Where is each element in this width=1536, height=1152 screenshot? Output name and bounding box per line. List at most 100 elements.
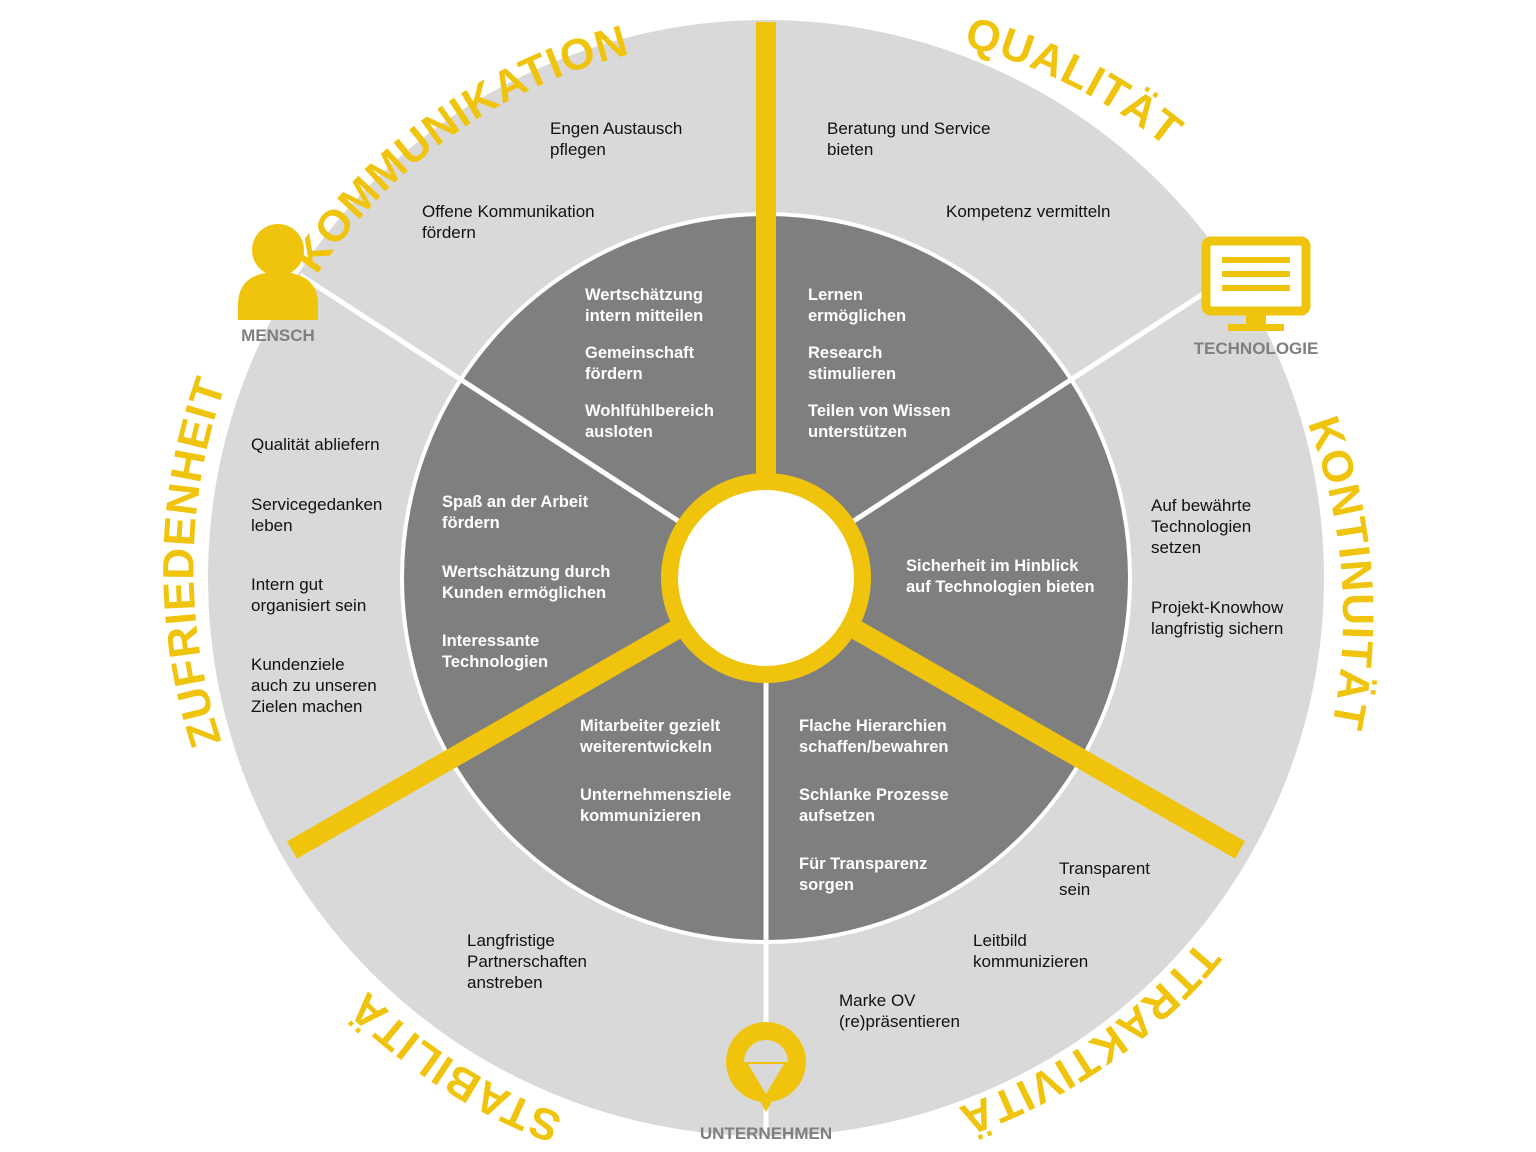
- text-line: unterstützen: [808, 423, 907, 441]
- text-line: Transparent: [1059, 859, 1150, 878]
- text-line: fördern: [585, 365, 643, 383]
- outer-kontinuitaet-item-2: Projekt-Knowhow langfristig sichern: [1151, 598, 1284, 638]
- outer-qualitaet-item-2: Kompetenz vermitteln: [946, 202, 1110, 221]
- text-line: Spaß an der Arbeit: [442, 493, 589, 511]
- text-line: Kompetenz vermitteln: [946, 202, 1110, 221]
- text-line: (re)präsentieren: [839, 1012, 960, 1031]
- icon-label-technologie: TECHNOLOGIE: [1194, 339, 1319, 358]
- person-icon: [238, 224, 318, 320]
- text-line: Servicegedanken: [251, 495, 382, 514]
- text-line: Lernen: [808, 286, 863, 304]
- text-line: Intern gut: [251, 575, 323, 594]
- text-line: schaffen/bewahren: [799, 738, 948, 756]
- text-line: Kundenziele: [251, 655, 345, 674]
- text-line: stimulieren: [808, 365, 896, 383]
- text-line: Unternehmensziele: [580, 786, 731, 804]
- inner-top-right-item-3: Teilen von Wissen unterstützen: [808, 402, 951, 441]
- text-line: sorgen: [799, 876, 854, 894]
- inner-right-item-1: Sicherheit im Hinblick auf Technologien b…: [906, 557, 1095, 596]
- outer-kommunikation-item-1: Engen Austausch pflegen: [550, 119, 682, 159]
- text-line: ermöglichen: [808, 307, 906, 325]
- text-line: kommunizieren: [580, 807, 701, 825]
- text-line: langfristig sichern: [1151, 619, 1283, 638]
- text-line: Auf bewährte: [1151, 496, 1251, 515]
- text-line: Technologien: [442, 653, 548, 671]
- outer-qualitaet-item-1: Beratung und Service bieten: [827, 119, 991, 159]
- text-line: Projekt-Knowhow: [1151, 598, 1284, 617]
- text-line: Schlanke Prozesse: [799, 786, 949, 804]
- text-line: Marke OV: [839, 991, 916, 1010]
- inner-top-right-item-2: Research stimulieren: [808, 344, 896, 383]
- inner-left-item-1: Spaß an der Arbeit fördern: [442, 493, 589, 532]
- text-line: Partnerschaften: [467, 952, 587, 971]
- outer-attraktivitaet-item-2: Leitbild kommunizieren: [973, 931, 1088, 971]
- text-line: pflegen: [550, 140, 606, 159]
- monitor-icon: [1201, 236, 1311, 331]
- mensch-group: MENSCH: [238, 224, 318, 345]
- text-line: Für Transparenz: [799, 855, 927, 873]
- text-line: Leitbild: [973, 931, 1027, 950]
- outer-zufriedenheit-item-1: Qualität abliefern: [251, 435, 380, 454]
- text-line: auch zu unseren: [251, 676, 377, 695]
- text-line: ausloten: [585, 423, 653, 441]
- text-line: Beratung und Service: [827, 119, 991, 138]
- text-line: Kunden ermöglichen: [442, 584, 606, 602]
- text-line: Offene Kommunikation: [422, 202, 595, 221]
- text-line: Zielen machen: [251, 697, 363, 716]
- text-line: weiterentwickeln: [579, 738, 712, 756]
- text-line: setzen: [1151, 538, 1201, 557]
- text-line: leben: [251, 516, 293, 535]
- center-hub-inner: [678, 490, 854, 666]
- outer-kommunikation-item-2: Offene Kommunikation fördern: [422, 202, 595, 242]
- text-line: sein: [1059, 880, 1090, 899]
- text-line: Teilen von Wissen: [808, 402, 951, 420]
- outer-zufriedenheit-item-3: Intern gut organisiert sein: [251, 575, 366, 615]
- text-line: anstreben: [467, 973, 543, 992]
- inner-bottom-right-item-3: Für Transparenz sorgen: [799, 855, 927, 894]
- text-line: Gemeinschaft: [585, 344, 695, 362]
- inner-top-left-item-3: Wohlfühlbereich ausloten: [585, 402, 714, 441]
- text-line: Sicherheit im Hinblick: [906, 557, 1079, 575]
- text-line: Flache Hierarchien: [799, 717, 947, 735]
- text-line: intern mitteilen: [585, 307, 703, 325]
- inner-bottom-right-item-2: Schlanke Prozesse aufsetzen: [799, 786, 949, 825]
- icon-label-unternehmen: UNTERNEHMEN: [700, 1124, 832, 1143]
- technologie-group: TECHNOLOGIE: [1194, 236, 1319, 358]
- inner-ring-texts: Wertschätzung intern mitteilenGemeinschaf…: [442, 286, 1095, 894]
- text-line: kommunizieren: [973, 952, 1088, 971]
- text-line: Qualität abliefern: [251, 435, 380, 454]
- outer-attraktivitaet-item-3: Marke OV (re)präsentieren: [839, 991, 960, 1031]
- inner-top-right-item-1: Lernen ermöglichen: [808, 286, 906, 325]
- text-line: Interessante: [442, 632, 539, 650]
- text-line: organisiert sein: [251, 596, 366, 615]
- text-line: Technologien: [1151, 517, 1251, 536]
- icon-label-mensch: MENSCH: [241, 326, 315, 345]
- text-line: Mitarbeiter gezielt: [580, 717, 721, 735]
- inner-top-left-item-2: Gemeinschaft fördern: [585, 344, 695, 383]
- text-line: Wertschätzung durch: [442, 563, 610, 581]
- text-line: aufsetzen: [799, 807, 875, 825]
- inner-bottom-right-item-1: Flache Hierarchien schaffen/bewahren: [799, 717, 948, 756]
- text-line: fördern: [422, 223, 476, 242]
- text-line: Engen Austausch: [550, 119, 682, 138]
- text-line: fördern: [442, 514, 500, 532]
- text-line: bieten: [827, 140, 873, 159]
- inner-bottom-left-item-1: Mitarbeiter gezielt weiterentwickeln: [579, 717, 721, 756]
- inner-top-left-item-1: Wertschätzung intern mitteilen: [585, 286, 703, 325]
- text-line: Langfristige: [467, 931, 555, 950]
- text-line: Wertschätzung: [585, 286, 703, 304]
- text-line: Research: [808, 344, 882, 362]
- inner-bottom-left-item-2: Unternehmensziele kommunizieren: [580, 786, 731, 825]
- outer-zufriedenheit-item-2: Servicegedanken leben: [251, 495, 382, 535]
- company-logo-icon: [726, 1022, 806, 1112]
- outer-attraktivitaet-item-1: Transparent sein: [1059, 859, 1150, 899]
- text-line: auf Technologien bieten: [906, 578, 1095, 596]
- text-line: Wohlfühlbereich: [585, 402, 714, 420]
